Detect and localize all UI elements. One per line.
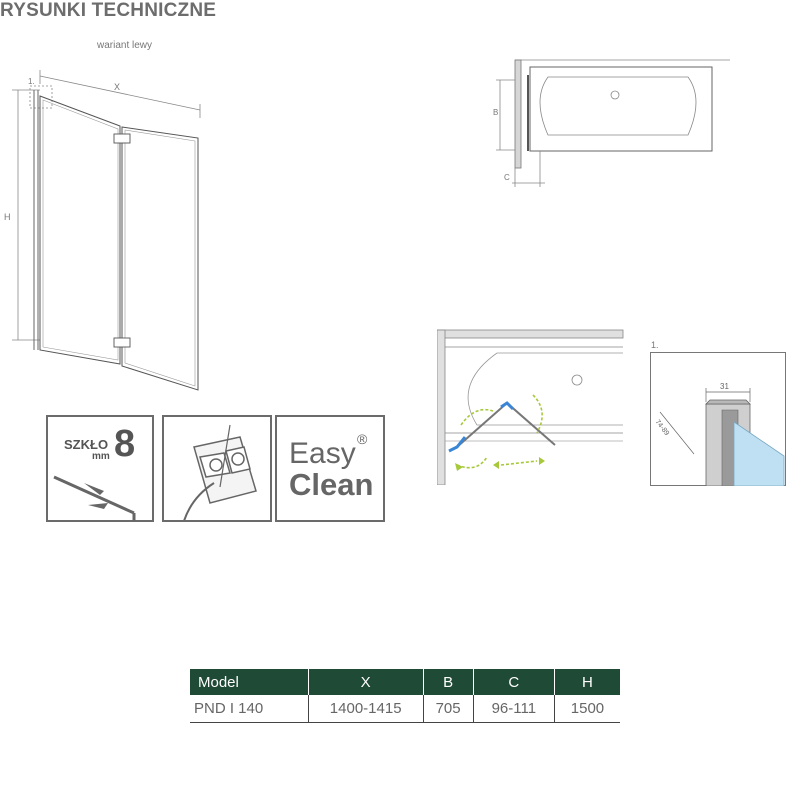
specification-table: Model X B C H PND I 140 1400-1415 705 96… — [190, 669, 620, 723]
dim-x-label: X — [114, 82, 120, 92]
glass-thickness-badge: SZKŁO mm 8 — [46, 415, 154, 522]
glass-thickness: 8 — [114, 423, 136, 465]
detail-view-drawing: 31 74-89 — [650, 352, 786, 486]
glass-thickness-icon — [53, 475, 136, 521]
detail-dim-width: 31 — [720, 382, 729, 391]
cell-h: 1500 — [554, 695, 620, 723]
col-header-x: X — [308, 669, 424, 695]
cell-b: 705 — [423, 695, 474, 723]
page-title: RYSUNKI TECHNICZNE — [0, 0, 217, 21]
dim-h-label: H — [4, 212, 11, 222]
table-header-row: Model X B C H — [190, 669, 620, 695]
front-view-drawing: X H 1. — [4, 70, 201, 391]
cell-x: 1400-1415 — [308, 695, 424, 723]
variant-label: wariant lewy — [97, 40, 153, 51]
col-header-b: B — [423, 669, 474, 695]
top-view-drawing: B C — [493, 59, 730, 187]
easy-clean-line1: Easy — [289, 437, 356, 470]
registered-mark: ® — [357, 431, 368, 447]
installation-badge — [162, 415, 272, 522]
detail-number: 1. — [651, 340, 659, 350]
dim-c-label: C — [504, 173, 510, 182]
col-header-model: Model — [190, 669, 309, 695]
dim-b-label: B — [493, 108, 498, 117]
easy-clean-badge: Easy ® Clean — [275, 415, 385, 522]
opening-diagram — [437, 329, 624, 485]
glass-unit: mm — [92, 451, 110, 462]
cell-model: PND I 140 — [190, 695, 309, 723]
cell-c: 96-111 — [473, 695, 555, 723]
table-row: PND I 140 1400-1415 705 96-111 1500 — [190, 695, 620, 723]
easy-clean-line2: Clean — [289, 467, 374, 502]
handle-mounting-icon — [183, 424, 257, 520]
detail-marker-label: 1. — [28, 77, 35, 86]
col-header-c: C — [473, 669, 555, 695]
col-header-h: H — [554, 669, 620, 695]
glass-word: SZKŁO — [64, 437, 109, 452]
